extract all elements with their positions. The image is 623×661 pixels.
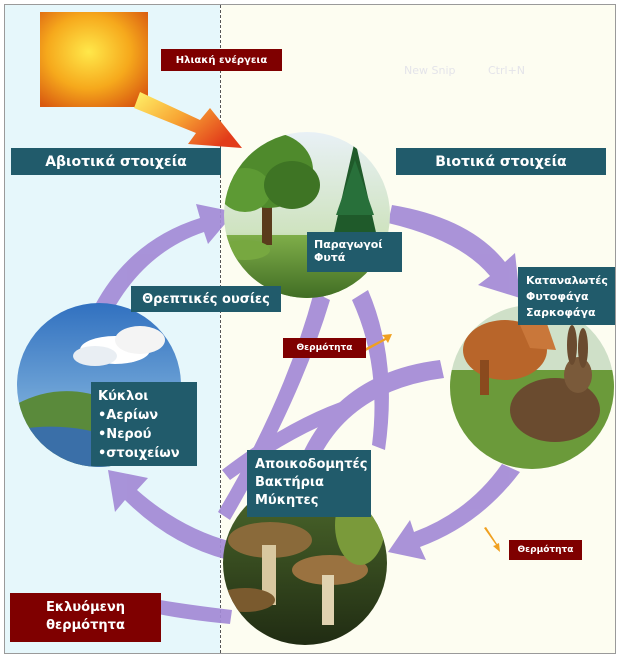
cycles-label-line-3: •Νερού — [98, 427, 152, 442]
consumers-label-line-1: Καταναλωτές — [526, 274, 608, 287]
consumers-label-line-2: Φυτοφάγα — [526, 290, 589, 303]
solar-energy-label: Ηλιακή ενέργεια — [161, 49, 282, 71]
producers-label: Παραγωγοί Φυτά — [307, 232, 402, 272]
fox-rabbit-image — [450, 305, 614, 469]
decomposers-label: Αποικοδομητές Βακτήρια Μύκητες — [247, 450, 371, 517]
producers-label-line-1: Παραγωγοί — [314, 238, 383, 251]
nutrients-label: Θρεπτικές ουσίες — [131, 286, 281, 312]
producers-label-line-2: Φυτά — [314, 251, 346, 264]
heat-label-2: Θερμότητα — [509, 540, 582, 560]
cycles-label-line-2: •Αερίων — [98, 408, 159, 423]
ghost-text-new-snip: New Snip — [404, 64, 456, 77]
biotic-elements-label: Βιοτικά στοιχεία — [396, 148, 606, 175]
heat-label-1: Θερμότητα — [283, 338, 366, 358]
cycles-label-line-4: •στοιχείων — [98, 446, 180, 461]
cycles-label-line-1: Κύκλοι — [98, 389, 149, 404]
abiotic-elements-label: Αβιοτικά στοιχεία — [11, 148, 221, 175]
cycles-label: Κύκλοι •Αερίων •Νερού •στοιχείων — [91, 382, 197, 466]
dashed-divider — [220, 5, 221, 653]
sun-image — [40, 12, 148, 107]
decomposers-label-line-2: Βακτήρια — [255, 475, 324, 490]
heat-arrows — [362, 334, 500, 552]
released-heat-line-1: Εκλυόμενη — [46, 600, 125, 615]
solar-energy-arrow — [134, 92, 242, 148]
diagram-frame — [4, 4, 616, 654]
consumers-label: Καταναλωτές Φυτοφάγα Σαρκοφάγα — [518, 267, 615, 325]
ghost-text-shortcut: Ctrl+N — [488, 64, 526, 77]
trees-image — [224, 132, 390, 298]
decomposers-label-line-3: Μύκητες — [255, 493, 319, 508]
decomposers-label-line-1: Αποικοδομητές — [255, 457, 368, 472]
released-heat-line-2: θερμότητα — [46, 618, 125, 633]
released-heat-label: Εκλυόμενη θερμότητα — [10, 593, 161, 642]
consumers-label-line-3: Σαρκοφάγα — [526, 306, 596, 319]
